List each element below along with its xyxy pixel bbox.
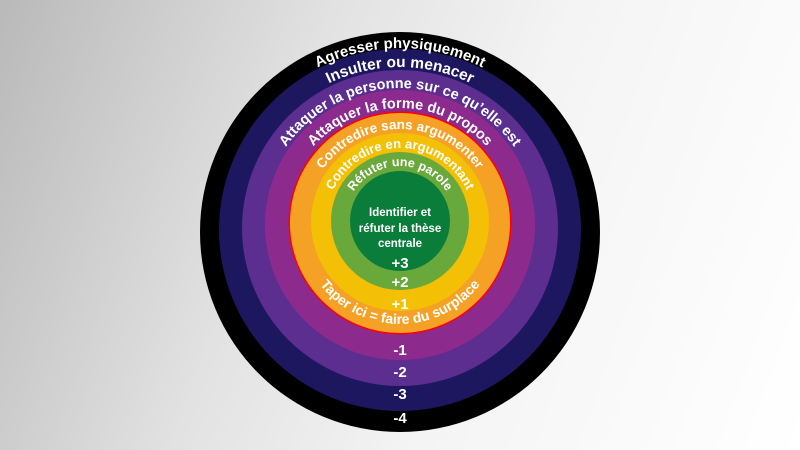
ring-score: -4 — [393, 410, 407, 427]
ring-score: -3 — [393, 386, 406, 403]
center-label: réfuter la thèse — [359, 223, 441, 235]
ring-score: +1 — [391, 296, 408, 313]
center-label: centrale — [378, 238, 422, 250]
ring-score: -2 — [393, 364, 406, 381]
ring-score: +2 — [391, 274, 408, 291]
bullseye-center[interactable] — [350, 171, 450, 271]
ring-score: -1 — [393, 342, 406, 359]
center-score: +3 — [391, 255, 408, 272]
center-label: Identifier et — [369, 207, 431, 219]
